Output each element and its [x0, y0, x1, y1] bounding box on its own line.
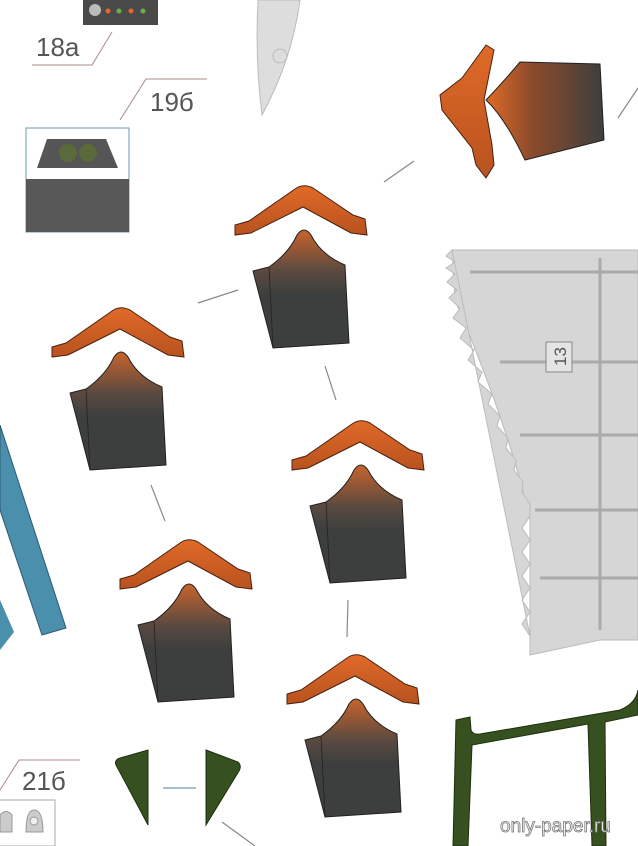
leader-line [119, 78, 207, 121]
part-piece-3 [291, 420, 425, 584]
label-18a: 18а [36, 32, 80, 62]
blue-strip-fragment [0, 600, 14, 650]
part-piece-1 [234, 185, 368, 349]
green-triangle-left [115, 749, 149, 826]
label-13: 13 [551, 347, 570, 366]
green-frame [452, 689, 638, 846]
leader-line [32, 31, 113, 66]
part-piece-5 [286, 654, 420, 818]
leader-line [0, 759, 80, 791]
connector-lines [150, 87, 638, 846]
part-19b-panel [25, 127, 130, 233]
green-triangle-right [205, 749, 241, 827]
part-piece-4 [119, 539, 253, 703]
label-19b: 19б [150, 87, 194, 117]
part-rotated-piece [439, 44, 605, 179]
part-piece-2 [51, 307, 185, 471]
label-21b: 21б [22, 766, 66, 796]
part-21b-panel [0, 799, 56, 846]
hole-mark [272, 48, 288, 64]
part-18a-panel [83, 0, 158, 25]
part-sliver [256, 0, 301, 117]
watermark: only-paper.ru [500, 816, 611, 837]
part-13-panel: 13 [445, 248, 638, 656]
blue-strip [0, 424, 67, 636]
